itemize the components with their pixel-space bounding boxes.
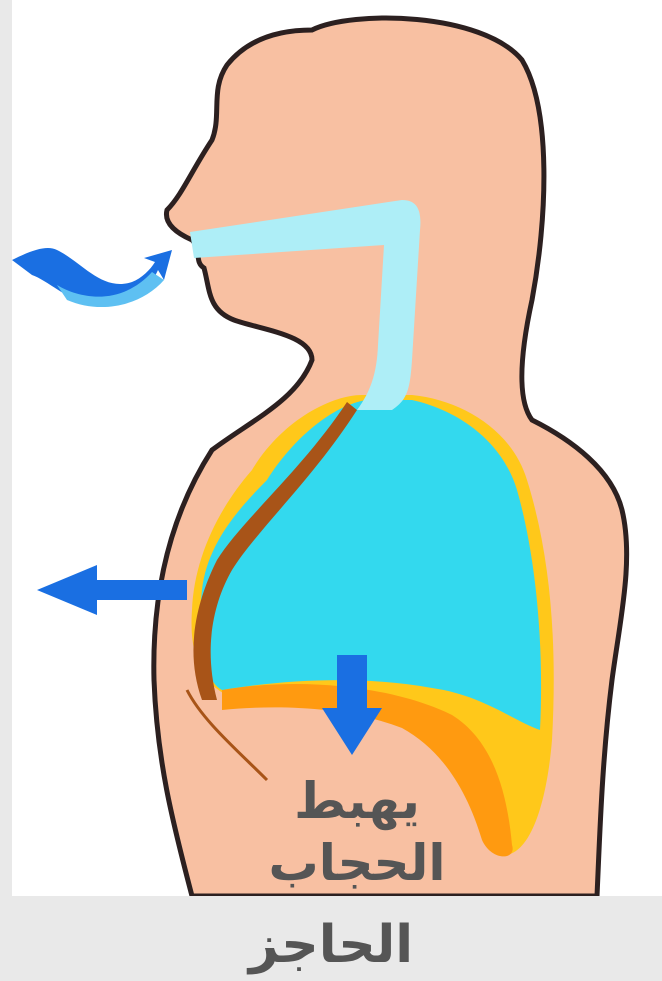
inhale-arrow-icon xyxy=(12,248,172,307)
diagram-canvas: يهبط الحجاب xyxy=(12,0,662,896)
diaphragm-label: يهبط الحجاب xyxy=(252,770,462,894)
breathing-diagram xyxy=(12,0,662,896)
body-label-line-2: الحجاب xyxy=(252,832,462,894)
body-label-line-1: يهبط xyxy=(252,770,462,832)
bottom-caption: الحاجز xyxy=(0,910,662,980)
